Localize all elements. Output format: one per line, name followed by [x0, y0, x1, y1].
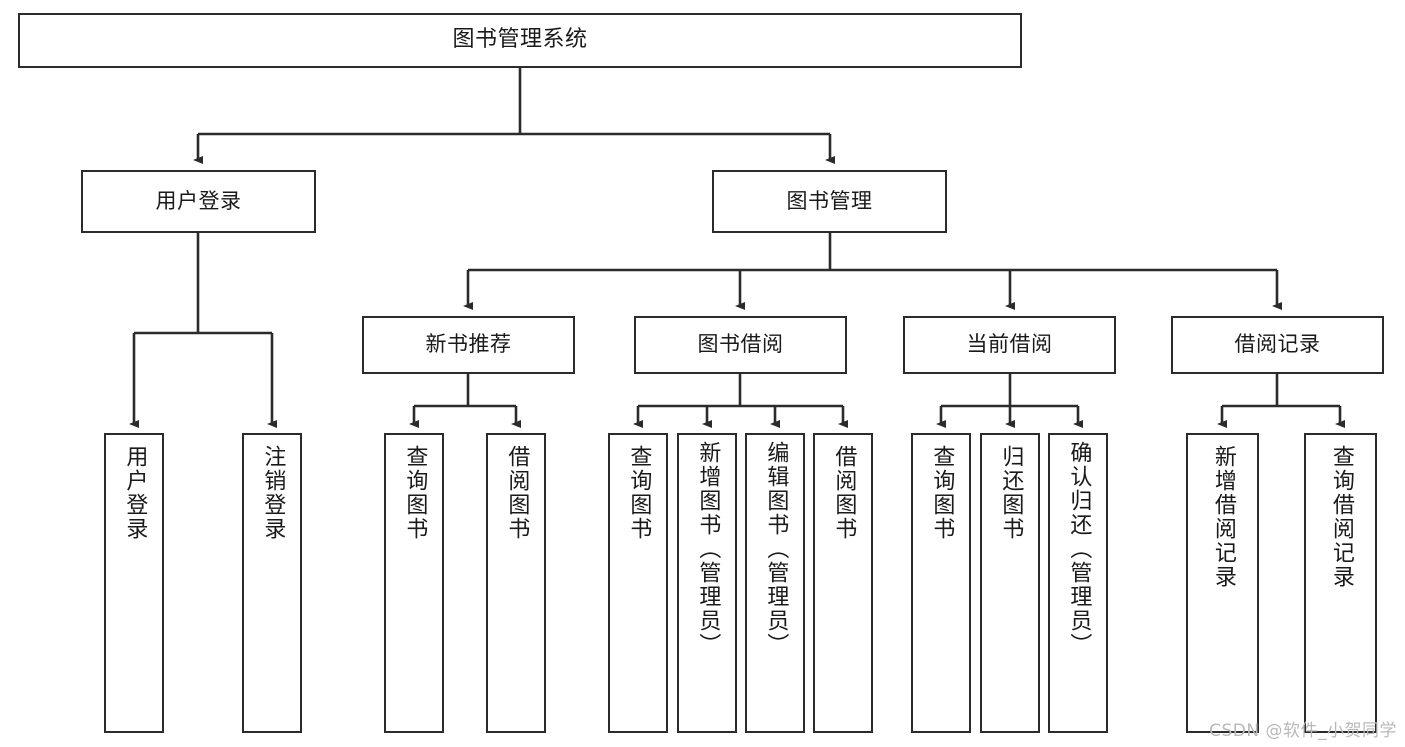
node-leaf-borrow-book[interactable]: 借阅图书 — [813, 433, 873, 733]
node-label: 查询图书 — [929, 445, 955, 541]
node-label: 确认归还（管理员） — [1066, 441, 1092, 657]
node-book-borrow[interactable]: 图书借阅 — [634, 316, 847, 374]
node-leaf-query-borrow-record[interactable]: 查询借阅记录 — [1304, 433, 1377, 733]
node-label: 新增借阅记录 — [1210, 445, 1236, 589]
node-leaf-query-book-current[interactable]: 查询图书 — [911, 433, 971, 733]
node-leaf-confirm-return[interactable]: 确认归还（管理员） — [1048, 433, 1108, 733]
node-label: 借阅记录 — [1234, 332, 1321, 357]
node-label: 查询借阅记录 — [1328, 445, 1354, 589]
node-label: 用户登录 — [155, 188, 242, 213]
node-book-management[interactable]: 图书管理 — [712, 170, 947, 233]
node-label: 新增图书（管理员） — [695, 441, 721, 657]
node-label: 图书管理系统 — [452, 27, 588, 53]
node-label: 借阅图书 — [504, 445, 530, 541]
node-new-book-recommend[interactable]: 新书推荐 — [362, 316, 575, 374]
watermark-text: CSDN @软件_小贺同学 — [1209, 721, 1397, 741]
node-leaf-add-borrow-record[interactable]: 新增借阅记录 — [1186, 433, 1259, 733]
node-label: 查询图书 — [402, 445, 428, 541]
node-current-borrow[interactable]: 当前借阅 — [903, 316, 1116, 374]
node-leaf-return-book[interactable]: 归还图书 — [980, 433, 1040, 733]
node-label: 新书推荐 — [425, 332, 512, 357]
node-leaf-query-book-borrow[interactable]: 查询图书 — [608, 433, 668, 733]
node-label: 查询图书 — [626, 445, 652, 541]
node-book-management-system[interactable]: 图书管理系统 — [18, 13, 1022, 68]
node-label: 注销登录 — [260, 445, 286, 541]
node-label: 借阅图书 — [831, 445, 857, 541]
node-leaf-logout[interactable]: 注销登录 — [242, 433, 302, 733]
node-leaf-edit-book[interactable]: 编辑图书（管理员） — [745, 433, 805, 733]
node-label: 图书借阅 — [697, 332, 784, 357]
node-label: 当前借阅 — [966, 332, 1053, 357]
node-user-login[interactable]: 用户登录 — [81, 170, 316, 233]
node-leaf-user-login[interactable]: 用户登录 — [104, 433, 164, 733]
node-leaf-borrow-book-recommend[interactable]: 借阅图书 — [486, 433, 546, 733]
node-leaf-query-book-recommend[interactable]: 查询图书 — [384, 433, 444, 733]
node-borrow-record[interactable]: 借阅记录 — [1171, 316, 1384, 374]
node-label: 归还图书 — [998, 445, 1024, 541]
node-label: 编辑图书（管理员） — [763, 441, 789, 657]
node-label: 图书管理 — [786, 188, 873, 213]
node-leaf-add-book[interactable]: 新增图书（管理员） — [677, 433, 737, 733]
node-label: 用户登录 — [122, 445, 148, 541]
